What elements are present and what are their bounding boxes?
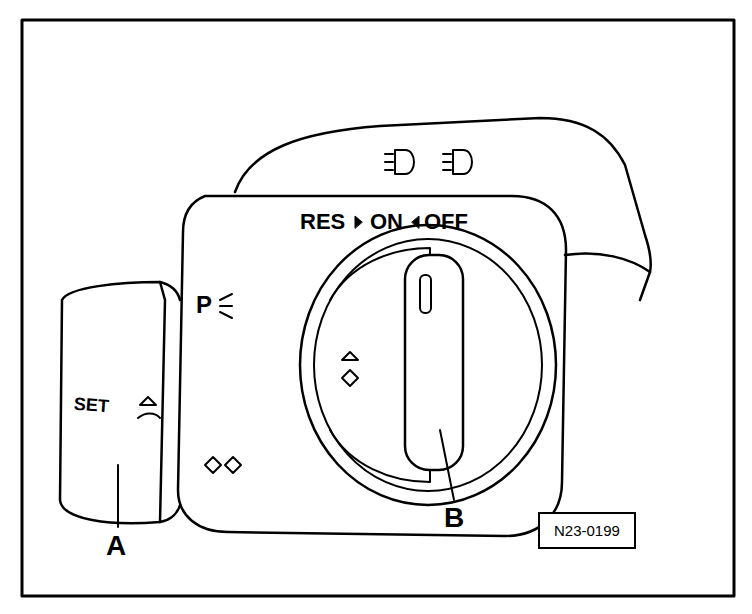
frame: [22, 20, 734, 596]
figure-number: N23-0199: [554, 523, 620, 538]
switch-position: OFF: [424, 211, 468, 233]
leader-line: [440, 430, 454, 500]
button-label: SET: [73, 395, 109, 415]
knob-bezel: [300, 225, 556, 505]
parking-light-rays: [220, 294, 232, 318]
figure-number-box: N23-0199: [538, 512, 636, 549]
lamp-symbol: [138, 397, 160, 418]
callout-letter: A: [106, 532, 126, 560]
knob-bezel-inner: [314, 239, 542, 491]
knob-slot: [420, 275, 431, 313]
set-button-side: [160, 282, 180, 522]
callout-letter: B: [444, 504, 464, 532]
set-button: [60, 282, 165, 523]
side-light-symbol: [205, 457, 241, 473]
housing-side: [565, 254, 650, 300]
knob-symbol: [342, 352, 358, 386]
knob-grip: [405, 255, 463, 470]
switch-position: RES: [300, 211, 345, 233]
switch-position: ON: [370, 211, 403, 233]
fog-light-symbols: [385, 150, 472, 174]
parking-light-label: P: [196, 293, 212, 317]
front-plate: [178, 196, 566, 536]
leader-line: [117, 465, 119, 527]
